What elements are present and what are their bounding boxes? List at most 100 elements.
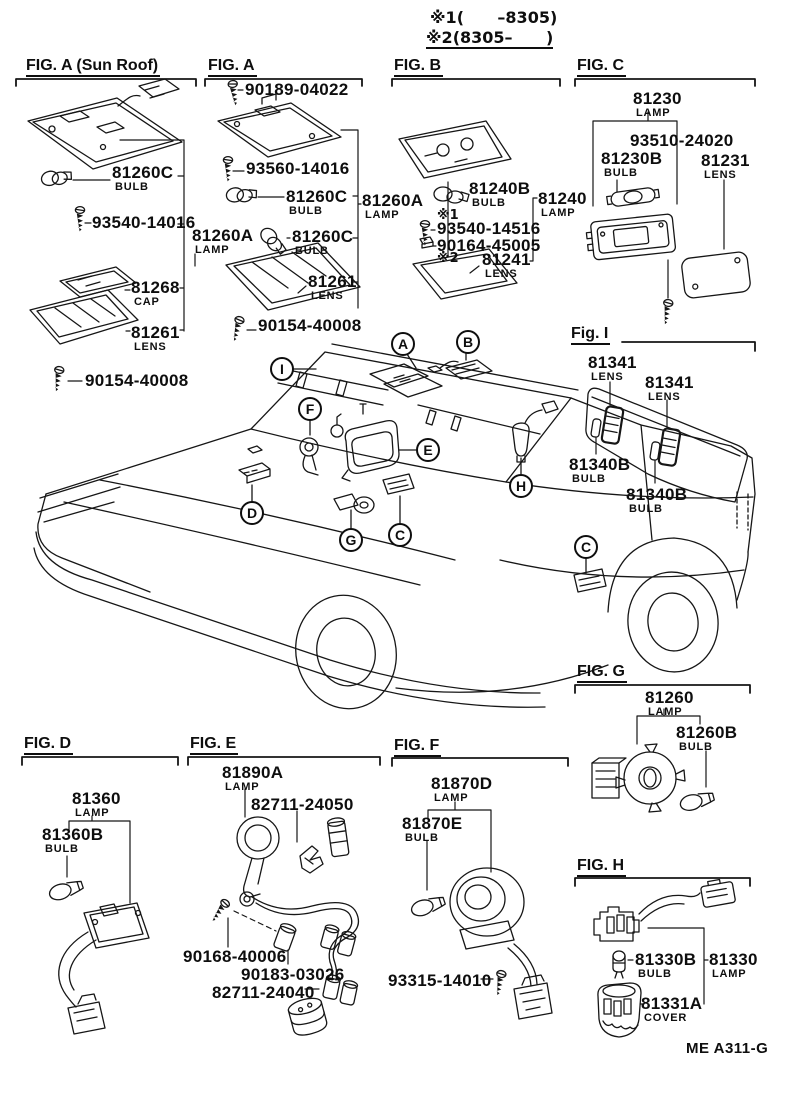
fig-h-title: FIG. H: [577, 857, 627, 877]
fig-b-title: FIG. B: [394, 57, 444, 77]
label-i-bulb2: 81340B BULB: [626, 486, 687, 515]
label-sunroof-screw-top: 93540-14016: [92, 214, 196, 231]
part-type: BULB: [115, 181, 149, 193]
fig-i-title: Fig. I: [571, 325, 611, 345]
callout-a: A: [391, 332, 415, 356]
callout-c-door: C: [574, 535, 598, 559]
label-g-bulb: 81260B BULB: [676, 724, 737, 753]
part-type: LENS: [591, 371, 624, 383]
label-a-bulb-mid: 81260C BULB: [292, 228, 353, 257]
fig-f-title: FIG. F: [394, 737, 442, 757]
fig-c-illustration: [574, 78, 756, 326]
part-number: 81330B: [635, 950, 697, 969]
label-b-lens: 81241 LENS: [482, 251, 531, 280]
label-a-screw-mid: 93560-14016: [246, 160, 350, 177]
part-number: 81890A: [222, 763, 284, 782]
part-type: LENS: [134, 341, 167, 353]
document-code: ME A311-G: [686, 1040, 769, 1057]
fig-e-title: FIG. E: [190, 735, 239, 755]
part-type: BULB: [295, 245, 329, 257]
label-c-bulb: 81230B BULB: [601, 150, 662, 179]
part-number: 81260: [645, 688, 694, 707]
label-sunroof-cap: 81268 CAP: [131, 279, 180, 308]
part-number: 81340B: [626, 485, 688, 504]
part-type: BULB: [638, 968, 672, 980]
part-number: 81870E: [402, 814, 463, 833]
label-f-lamp: 81870D LAMP: [431, 775, 492, 804]
part-number: 81360: [72, 789, 121, 808]
part-number: 81340B: [569, 455, 631, 474]
part-number: 81260C: [112, 163, 174, 182]
part-type: BULB: [604, 167, 638, 179]
part-type: LAMP: [225, 781, 260, 793]
callout-i: I: [270, 357, 294, 381]
label-a-bulb-top: 81260C BULB: [286, 188, 347, 217]
callout-c-roof: C: [388, 523, 412, 547]
label-i-bulb1: 81340B BULB: [569, 456, 630, 485]
part-type: LAMP: [75, 807, 110, 819]
label-sunroof-bulb: 81260C BULB: [112, 164, 173, 193]
part-number: 81230B: [601, 149, 663, 168]
part-number: 81261: [131, 323, 180, 342]
part-type: BULB: [289, 205, 323, 217]
fig-d-illustration: [21, 756, 179, 1035]
production-note-1: ※1( –8305): [430, 8, 558, 27]
label-i-lens2: 81341 LENS: [645, 374, 694, 403]
part-number: 81231: [701, 151, 750, 170]
part-type: LAMP: [541, 207, 576, 219]
part-type: LENS: [311, 290, 344, 302]
part-number: 82711-24050: [251, 795, 354, 814]
label-a-lamp-right: 81260A LAMP: [362, 192, 423, 221]
label-b-screw1: 93540-14516: [437, 220, 541, 237]
fig-a-title: FIG. A: [208, 57, 257, 77]
fig-d-title: FIG. D: [24, 735, 74, 755]
part-number: 93540-14516: [437, 219, 541, 238]
fig-a-sunroof-illustration: [15, 78, 197, 393]
part-number: 81240B: [469, 179, 531, 198]
part-type: LAMP: [648, 706, 683, 718]
part-number: 81240: [538, 189, 587, 208]
part-type: BULB: [572, 473, 606, 485]
part-type: BULB: [45, 843, 79, 855]
label-h-cover: 81331A COVER: [641, 995, 702, 1024]
part-type: LENS: [648, 391, 681, 403]
fig-g-title: FIG. G: [577, 663, 627, 683]
part-number: 90189-04022: [245, 80, 349, 99]
label-sunroof-lens: 81261 LENS: [131, 324, 180, 353]
part-type: BULB: [472, 197, 506, 209]
part-type: COVER: [644, 1012, 688, 1024]
fig-f-illustration: [391, 757, 569, 1020]
part-number: 90168-40006: [183, 947, 287, 966]
part-type: LAMP: [712, 968, 747, 980]
part-number: 93540-14016: [92, 213, 196, 232]
part-number: 81260A: [192, 226, 254, 245]
part-number: 81260C: [292, 227, 354, 246]
label-b-mark2: ※2: [437, 251, 459, 266]
part-number: 81261: [308, 272, 357, 291]
label-c-lens: 81231 LENS: [701, 152, 750, 181]
label-d-lamp: 81360 LAMP: [72, 790, 121, 819]
part-type: BULB: [679, 741, 713, 753]
part-number: 90183-03026: [241, 965, 345, 984]
label-e-socket-bulb: 90183-03026: [241, 966, 345, 983]
part-number: 81341: [588, 353, 637, 372]
fig-e-illustration: [187, 756, 381, 1036]
part-number: 81341: [645, 373, 694, 392]
label-h-bulb: 81330B BULB: [635, 951, 696, 980]
callout-g: G: [339, 528, 363, 552]
label-b-mark1: ※1: [437, 208, 459, 223]
part-type: LAMP: [365, 209, 400, 221]
fig-g-illustration: [574, 684, 751, 814]
part-type: LAMP: [195, 244, 230, 256]
part-type: LENS: [485, 268, 518, 280]
callout-h: H: [509, 474, 533, 498]
label-f-screw: 93315-14010: [388, 972, 492, 989]
part-number: 90154-40008: [258, 316, 362, 335]
part-type: LAMP: [636, 107, 671, 119]
label-e-socket-upper: 82711-24050: [251, 796, 354, 813]
callout-f: F: [298, 397, 322, 421]
fig-b-illustration: [391, 78, 561, 300]
part-number: 81260A: [362, 191, 424, 210]
label-f-bulb: 81870E BULB: [402, 815, 462, 844]
